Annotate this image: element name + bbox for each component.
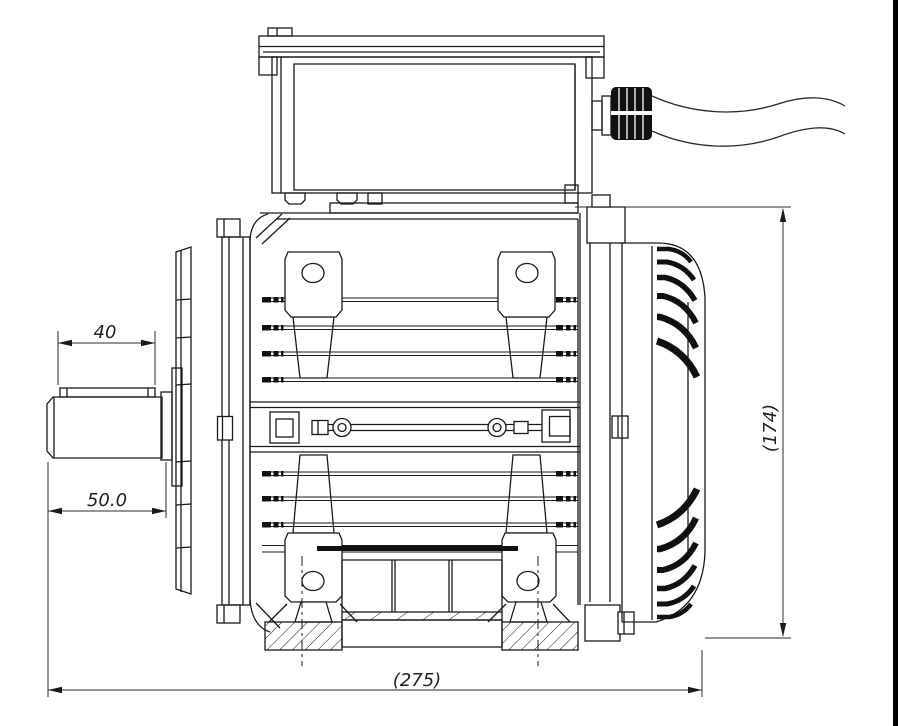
cable-gland: [591, 87, 652, 140]
arrowhead: [48, 686, 62, 694]
dimension-key-length: [57, 331, 156, 385]
dim-label-key-length: 40: [94, 322, 117, 343]
dimension-overall-length: [48, 650, 703, 697]
foot-boss-right: [501, 532, 557, 603]
power-cable: [651, 95, 846, 147]
tie-rod-bolt-right: [487, 417, 507, 438]
arrowhead: [141, 339, 155, 347]
dimension-shaft-length: [47, 462, 167, 697]
right-edge-bar: [893, 0, 898, 726]
terminal-box-face: [293, 63, 576, 191]
dim-label-shaft-length: 50.0: [87, 490, 127, 511]
arrowhead: [779, 208, 787, 222]
centerlines: [301, 556, 539, 666]
arrowhead: [688, 686, 702, 694]
foot-pad-right: [501, 621, 579, 651]
arrowhead: [58, 339, 72, 347]
top-lug-right: [497, 251, 556, 318]
fan-cover: [621, 242, 706, 623]
tie-rod-band: [216, 401, 629, 453]
dim-label-overall-height: (174): [760, 404, 781, 452]
top-lug-left: [284, 251, 343, 318]
arrowhead: [152, 507, 166, 515]
motor-body: [216, 194, 635, 666]
arrowhead: [779, 623, 787, 637]
fan-cover-slots-bottom: [655, 487, 701, 620]
foot-pad-left: [264, 621, 343, 651]
fan-cover-slots-top: [655, 246, 701, 379]
dim-label-overall-length: (275): [393, 670, 441, 691]
dimension-overall-height: [575, 206, 791, 639]
foot-boss-left: [284, 532, 343, 603]
shaft: [46, 367, 183, 487]
tie-rod-bolt-left: [332, 417, 352, 438]
arrowhead: [48, 507, 62, 515]
